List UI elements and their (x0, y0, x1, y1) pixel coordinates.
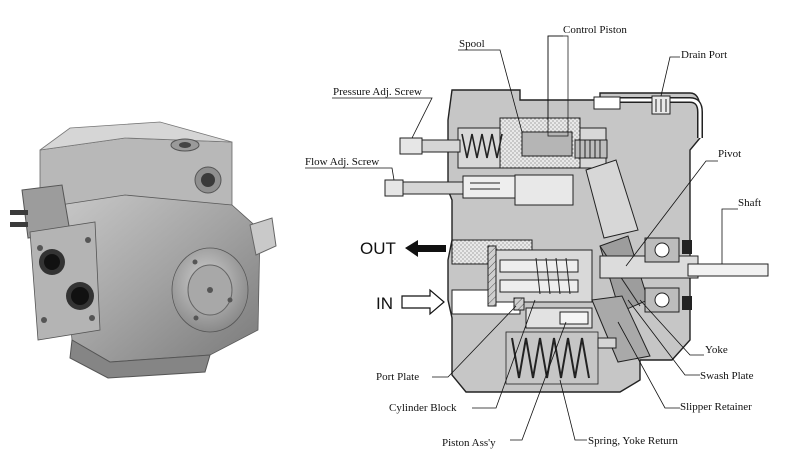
label-pressure-adj-screw: Pressure Adj. Screw (333, 86, 422, 98)
label-control-piston: Control Piston (563, 24, 627, 36)
pump-photo (10, 121, 277, 379)
label-pivot: Pivot (718, 148, 741, 160)
label-drain-port: Drain Port (681, 49, 727, 61)
label-spool: Spool (459, 38, 485, 50)
leader-lines (305, 35, 738, 441)
label-out: OUT (360, 239, 396, 258)
in-arrow-icon (401, 288, 445, 316)
pump-cross-section (384, 35, 769, 393)
label-slipper-retainer: Slipper Retainer (680, 401, 752, 413)
label-in: IN (376, 294, 393, 313)
label-swash-plate: Swash Plate (700, 370, 754, 382)
label-piston-assy: Piston Ass'y (442, 437, 496, 449)
label-port-plate: Port Plate (376, 371, 419, 383)
label-shaft: Shaft (738, 197, 761, 209)
label-flow-adj-screw: Flow Adj. Screw (305, 156, 379, 168)
label-spring-yoke-return: Spring, Yoke Return (588, 435, 678, 447)
label-cylinder-block: Cylinder Block (389, 402, 457, 414)
out-arrow-icon (405, 240, 446, 257)
label-yoke: Yoke (705, 344, 728, 356)
